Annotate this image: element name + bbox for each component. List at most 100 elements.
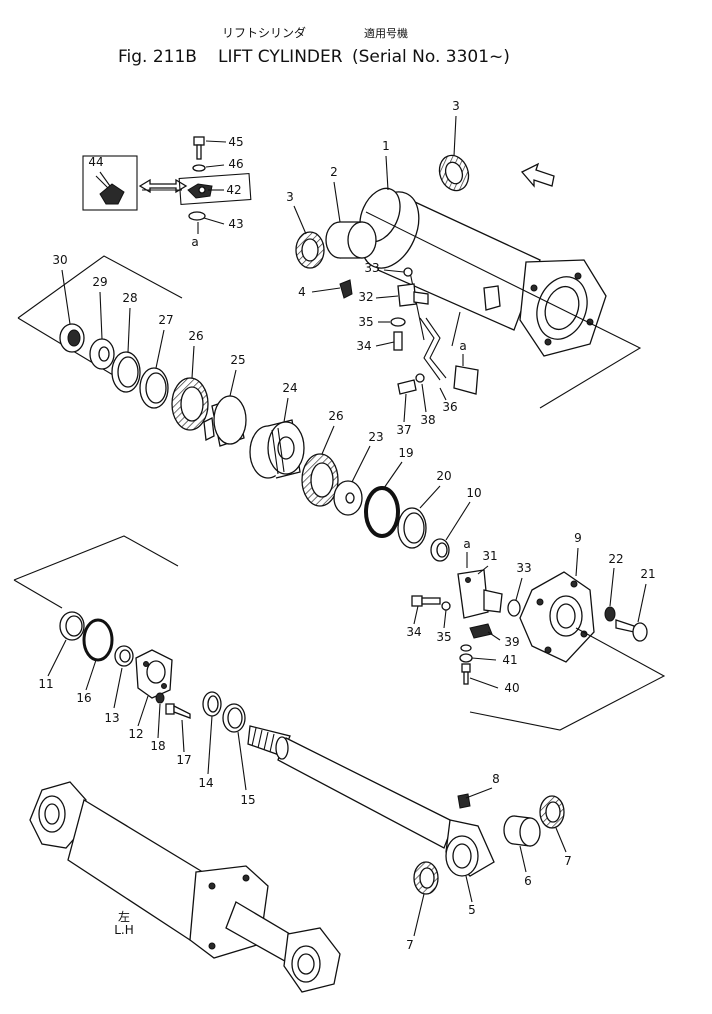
retainer-12	[135, 649, 173, 699]
part-number-29: 29	[92, 275, 107, 289]
seal-3-left	[295, 231, 325, 269]
ring-11	[59, 611, 85, 641]
assembled-cylinder-lh	[29, 781, 341, 993]
leader-line-32	[375, 295, 399, 299]
leader-line-11	[47, 639, 67, 677]
part-number-25: 25	[230, 353, 245, 367]
leader-line-33	[515, 577, 523, 601]
side-label-japanese: 左	[118, 909, 130, 924]
leader-line-34	[413, 605, 419, 625]
part-number-38: 38	[420, 413, 435, 427]
leader-line-1	[385, 155, 389, 191]
part-number-10: 10	[466, 486, 481, 500]
leader-line-10	[445, 501, 471, 541]
leader-line-36	[439, 387, 447, 401]
leader-line-19	[383, 461, 403, 489]
leader-line-28	[127, 307, 131, 353]
part-number-3: 3	[286, 190, 294, 204]
o-ring-19	[364, 486, 400, 538]
ref-a-3: a	[463, 537, 470, 551]
side-label-english: L.H	[114, 923, 134, 937]
part-number-24: 24	[282, 381, 297, 395]
assembly-frame-bottom	[13, 535, 666, 731]
leader-line-4	[311, 287, 341, 293]
part-number-28: 28	[122, 291, 137, 305]
leader-line-34	[375, 341, 395, 347]
ref-a-1: a	[191, 235, 198, 249]
leader-line-21	[637, 583, 647, 623]
leader-line-41	[471, 657, 497, 661]
bushing-6	[503, 815, 541, 847]
leader-line-29	[99, 291, 103, 340]
bolt-34-lower	[411, 595, 451, 611]
leader-line-37	[403, 393, 407, 423]
cylinder-tube	[359, 187, 607, 357]
title-block: リフトシリンダ 適用号機 Fig. 211B LIFT CYLINDER (Se…	[118, 25, 510, 67]
bolt-45-group	[188, 136, 206, 234]
rod-head-9	[519, 571, 595, 663]
ring-20	[397, 507, 427, 549]
part-number-20: 20	[436, 469, 451, 483]
washer-33	[507, 599, 521, 617]
part-number-16: 16	[76, 691, 91, 705]
nut-30	[59, 323, 85, 353]
leader-line-13	[113, 667, 123, 709]
part-number-36: 36	[442, 400, 457, 414]
part-number-4: 4	[298, 285, 306, 299]
ring-28	[111, 351, 141, 393]
part-number-42: 42	[226, 183, 241, 197]
leader-line-2	[333, 181, 341, 223]
leader-line-14	[207, 715, 213, 775]
part-number-33: 33	[364, 261, 379, 275]
leader-line-31	[477, 565, 489, 575]
part-number-43: 43	[228, 217, 243, 231]
leader-line-38	[421, 383, 427, 413]
serial-range: (Serial No. 3301~)	[352, 47, 510, 67]
valve-block-31	[457, 569, 503, 619]
part-callouts: 1233456778910111213141516171819202122232…	[38, 99, 655, 952]
leader-line-5	[465, 875, 473, 903]
leader-line-23	[351, 445, 371, 483]
bushing-2	[325, 221, 377, 259]
part-number-7: 7	[406, 938, 414, 952]
part-number-11: 11	[38, 677, 53, 691]
leader-line-12	[137, 695, 149, 727]
part-number-7: 7	[564, 854, 572, 868]
part-number-44: 44	[88, 155, 103, 169]
part-number-12: 12	[128, 727, 143, 741]
part-number-8: 8	[492, 772, 500, 786]
seal-3-top	[438, 154, 470, 192]
leader-line-30	[61, 269, 71, 325]
part-number-26: 26	[188, 329, 203, 343]
wear-ring-25	[203, 395, 247, 447]
part-number-31: 31	[482, 549, 497, 563]
title-japanese: リフトシリンダ	[222, 25, 306, 40]
piston-24	[249, 419, 305, 479]
ring-27	[139, 367, 169, 409]
part-number-30: 30	[52, 253, 67, 267]
applicability-japanese: 適用号機	[364, 26, 408, 40]
ring-13	[114, 645, 134, 667]
detail-box-44	[82, 155, 188, 211]
leader-line-8	[465, 787, 493, 799]
leader-line-17	[181, 719, 185, 753]
part-number-33: 33	[516, 561, 531, 575]
figure-number: Fig. 211B	[118, 47, 197, 67]
washer-29	[89, 338, 115, 370]
part-number-2: 2	[330, 165, 338, 179]
detail-box-42	[178, 173, 252, 205]
leader-line-40	[469, 677, 499, 689]
part-number-13: 13	[104, 711, 119, 725]
bolt-17	[165, 703, 191, 719]
grease-fitting-8	[457, 793, 471, 809]
leader-line-20	[419, 485, 441, 509]
part-number-1: 1	[382, 139, 390, 153]
leader-line-7	[413, 893, 425, 937]
part-number-27: 27	[158, 313, 173, 327]
seal-26-right	[301, 453, 339, 507]
part-number-17: 17	[176, 753, 191, 767]
piping-32-38	[390, 267, 479, 395]
part-number-6: 6	[524, 874, 532, 888]
part-number-14: 14	[198, 776, 213, 790]
